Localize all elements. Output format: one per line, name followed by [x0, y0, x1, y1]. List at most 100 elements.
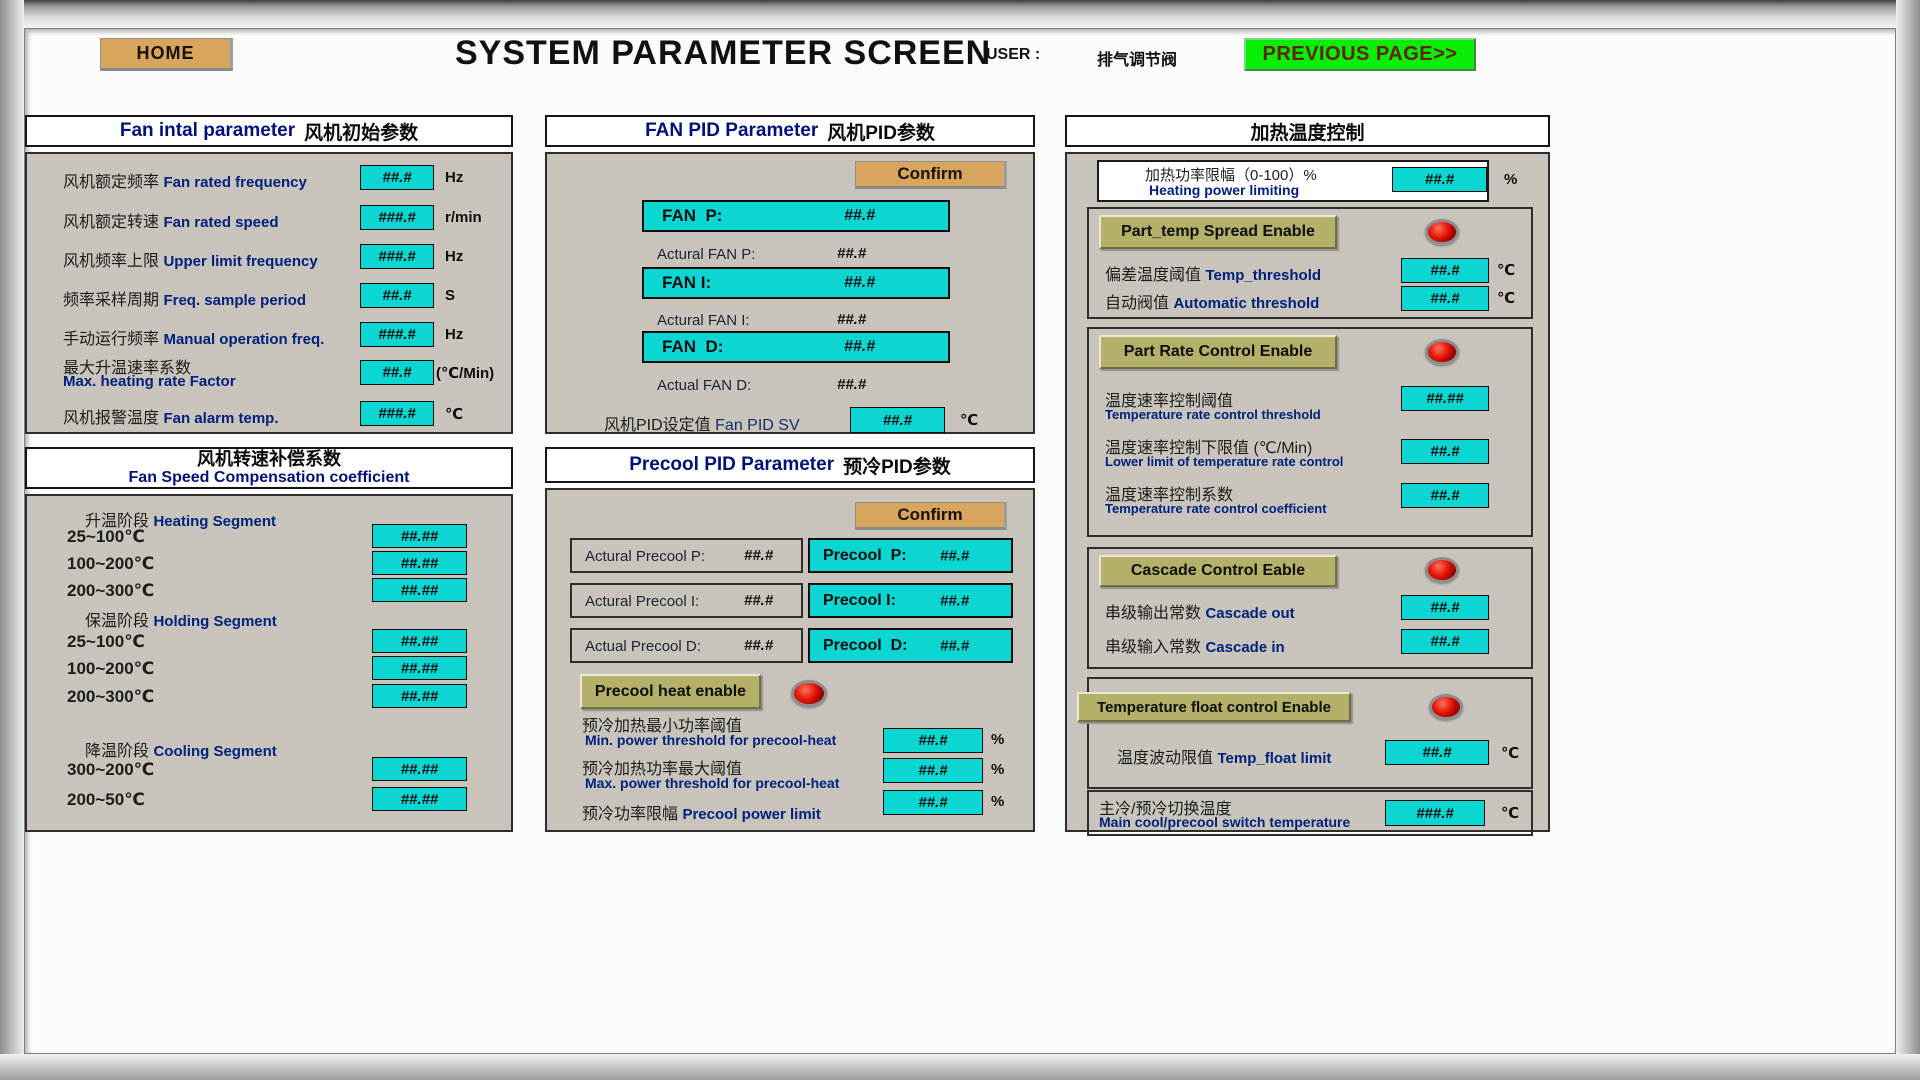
hold-range-1-label: 25~100℃	[67, 632, 145, 651]
hold-range-2-label: 100~200℃	[67, 659, 155, 678]
temp-threshold-label: 偏差温度阈值 Temp_threshold	[1105, 267, 1322, 284]
cascade-out-label: 串级输出常数 Cascade out	[1105, 605, 1295, 622]
rate-coefficient-label-zh: 温度速率控制系数	[1105, 487, 1234, 504]
rate-threshold-label-en: Temperature rate control threshold	[1105, 407, 1321, 422]
temp-float-limit-label: 温度波动限值 Temp_float limit	[1117, 750, 1332, 767]
cascade-control-enable-button[interactable]: Cascade Control Eable	[1099, 555, 1337, 587]
rate-coefficient-label-en: Temperature rate control coefficient	[1105, 501, 1327, 516]
fan-d-label: FAN D:	[662, 337, 724, 356]
cascade-out-input[interactable]: ##.#	[1401, 595, 1489, 620]
rate-lower-limit-input[interactable]: ##.#	[1401, 439, 1489, 464]
fan-rated-frequency-unit: Hz	[445, 169, 464, 186]
rate-coefficient-input[interactable]: ##.#	[1401, 483, 1489, 508]
automatic-threshold-unit: ℃	[1497, 290, 1516, 307]
page-title: SYSTEM PARAMETER SCREEN	[455, 34, 992, 72]
upper-limit-frequency-input[interactable]: ###.#	[360, 244, 434, 269]
fan-rated-speed-input[interactable]: ###.#	[360, 205, 434, 230]
hold-comp-100-200-input[interactable]: ##.##	[372, 656, 467, 680]
precool-power-limit-input[interactable]: ##.#	[883, 790, 983, 815]
part-temp-spread-led	[1425, 219, 1459, 245]
precool-d-value: ##.#	[940, 637, 970, 654]
part-rate-control-enable-button[interactable]: Part Rate Control Enable	[1099, 335, 1337, 369]
home-button[interactable]: HOME	[100, 38, 233, 71]
hold-comp-25-100-input[interactable]: ##.##	[372, 629, 467, 653]
fan-d-value: ##.#	[844, 338, 876, 355]
hold-comp-200-300-input[interactable]: ##.##	[372, 684, 467, 708]
fan-d-input[interactable]: FAN D: ##.#	[642, 331, 950, 363]
user-value: 排气调节阀	[1097, 52, 1178, 69]
actual-fan-d-value: ##.#	[837, 376, 867, 393]
cooling-segment-label: 降温阶段 Cooling Segment	[85, 743, 277, 760]
upper-limit-frequency-label: 风机频率上限 Upper limit frequency	[63, 253, 318, 270]
heat-comp-25-100-input[interactable]: ##.##	[372, 524, 467, 548]
precool-power-limit-unit: %	[991, 793, 1005, 810]
precool-min-power-label-zh: 预冷加热最小功率阈值	[582, 718, 743, 735]
heating-power-limit-input[interactable]: ##.#	[1392, 167, 1487, 192]
actual-fan-i-label: Actural FAN I:	[657, 312, 750, 329]
fan-rated-frequency-input[interactable]: ##.#	[360, 165, 434, 190]
part-temp-spread-section: Part_temp Spread Enable 偏差温度阈值 Temp_thre…	[1087, 207, 1533, 319]
part-rate-control-led	[1425, 339, 1459, 365]
temp-float-limit-input[interactable]: ##.#	[1385, 740, 1489, 765]
freq-sample-period-input[interactable]: ##.#	[360, 283, 434, 308]
cool-range-2-label: 200~50℃	[67, 790, 145, 809]
precool-max-power-unit: %	[991, 761, 1005, 778]
switch-temp-box: 主冷/预冷切换温度 Main cool/precool switch tempe…	[1087, 790, 1533, 836]
fan-pid-panel: Confirm FAN P: ##.# Actural FAN P: ##.# …	[545, 152, 1035, 434]
temp-threshold-input[interactable]: ##.#	[1401, 258, 1489, 283]
precool-i-input[interactable]: Precool I: ##.#	[808, 583, 1013, 618]
hold-range-3-label: 200~300℃	[67, 687, 155, 706]
max-heating-rate-factor-unit: (℃/Min)	[436, 365, 495, 382]
temp-float-led	[1429, 694, 1463, 720]
heat-comp-200-300-input[interactable]: ##.##	[372, 578, 467, 602]
fan-comp-title-zh: 风机转速补偿系数	[197, 449, 341, 469]
upper-limit-frequency-unit: Hz	[445, 248, 464, 265]
fan-initial-title-zh: 风机初始参数	[304, 122, 419, 144]
user-label: USER :	[986, 46, 1041, 63]
precool-pid-confirm-button[interactable]: Confirm	[855, 502, 1007, 530]
fan-p-value: ##.#	[844, 207, 876, 224]
automatic-threshold-input[interactable]: ##.#	[1401, 286, 1489, 311]
rate-threshold-label-zh: 温度速率控制阈值	[1105, 393, 1234, 410]
precool-p-label: Precool P:	[823, 546, 907, 564]
fan-comp-panel: 升温阶段 Heating Segment 25~100℃ ##.## 100~2…	[25, 494, 513, 832]
precool-d-label: Precool D:	[823, 636, 908, 654]
cool-comp-300-200-input[interactable]: ##.##	[372, 757, 467, 781]
fan-p-input[interactable]: FAN P: ##.#	[642, 200, 950, 232]
fan-comp-panel-title: 风机转速补偿系数 Fan Speed Compensation coeffici…	[25, 447, 513, 489]
fan-pid-confirm-button[interactable]: Confirm	[855, 161, 1007, 189]
heat-range-3-label: 200~300℃	[67, 581, 155, 600]
part-temp-spread-enable-button[interactable]: Part_temp Spread Enable	[1099, 215, 1337, 249]
cascade-in-input[interactable]: ##.#	[1401, 629, 1489, 654]
fan-initial-title-en: Fan intal parameter	[119, 120, 296, 141]
precool-min-power-input[interactable]: ##.#	[883, 728, 983, 753]
switch-temp-label-zh: 主冷/预冷切换温度	[1099, 801, 1232, 818]
rate-threshold-input[interactable]: ##.##	[1401, 386, 1489, 411]
precool-max-power-input[interactable]: ##.#	[883, 758, 983, 783]
precool-heat-enable-button[interactable]: Precool heat enable	[580, 674, 761, 709]
fan-i-value: ##.#	[844, 274, 876, 291]
precool-p-input[interactable]: Precool P: ##.#	[808, 538, 1013, 573]
max-heating-rate-factor-input[interactable]: ##.#	[360, 360, 434, 385]
temp-threshold-unit: ℃	[1497, 262, 1516, 279]
heating-segment-label: 升温阶段 Heating Segment	[85, 513, 276, 530]
temp-float-enable-button[interactable]: Temperature float control Enable	[1077, 692, 1351, 722]
precool-i-value: ##.#	[940, 592, 970, 609]
previous-page-button[interactable]: PREVIOUS PAGE>>	[1244, 38, 1476, 71]
fan-i-input[interactable]: FAN I: ##.#	[642, 267, 950, 299]
fan-pid-sv-input[interactable]: ##.#	[850, 407, 945, 433]
fan-pid-panel-title: FAN PID Parameter 风机PID参数	[545, 115, 1035, 147]
fan-alarm-temp-input[interactable]: ###.#	[360, 401, 434, 426]
fan-pid-sv-label: 风机PID设定值 Fan PID SV	[604, 417, 800, 434]
manual-operation-freq-label: 手动运行频率 Manual operation freq.	[63, 331, 325, 348]
cool-comp-200-50-input[interactable]: ##.##	[372, 787, 467, 811]
fan-pid-title-en: FAN PID Parameter	[645, 120, 819, 141]
manual-operation-freq-input[interactable]: ###.#	[360, 322, 434, 347]
precool-d-input[interactable]: Precool D: ##.#	[808, 628, 1013, 663]
actual-precool-d-box: Actual Precool D: ##.#	[570, 628, 803, 663]
window-frame-left	[0, 0, 24, 1080]
heat-comp-100-200-input[interactable]: ##.##	[372, 551, 467, 575]
fan-p-label: FAN P:	[662, 206, 723, 225]
switch-temp-input[interactable]: ###.#	[1385, 800, 1485, 826]
precool-pid-panel-title: Precool PID Parameter 预冷PID参数	[545, 447, 1035, 483]
